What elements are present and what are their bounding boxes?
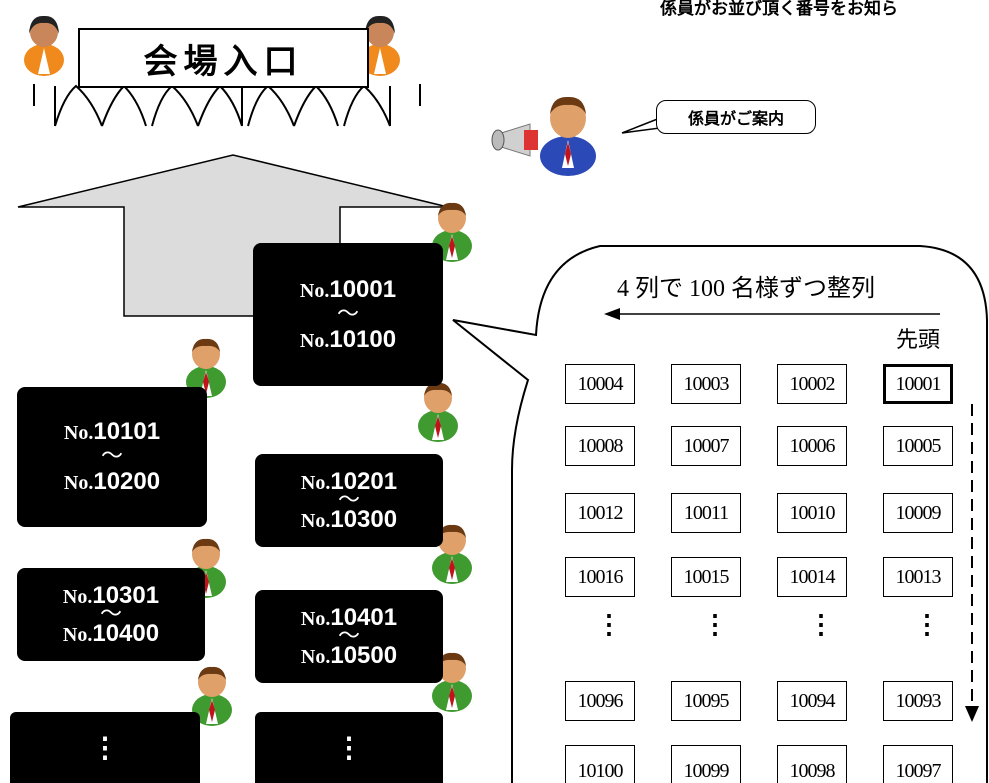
queue-cell: 10094 [777, 681, 847, 721]
block-start: No.10201 [300, 467, 398, 495]
queue-cell: 10011 [671, 493, 741, 533]
queue-head-label: 先頭 [896, 327, 941, 352]
queue-cell: 10009 [883, 493, 953, 533]
staff-bubble-text: 係員がご案内 [687, 111, 784, 128]
queue-cell: 10007 [671, 426, 741, 466]
block-10301: No.10301 ～ No.10400 [17, 568, 205, 661]
staff-bubble: 係員がご案内 [656, 100, 816, 134]
block-tilde: ～ [100, 444, 123, 469]
queue-cell: 10002 [777, 364, 847, 404]
queue-cell: 10014 [777, 557, 847, 597]
curtain-icon [33, 84, 421, 127]
block-end: No.10500 [300, 641, 398, 669]
block-10401: No.10401 ～ No.10500 [255, 590, 443, 683]
queue-cell: 10012 [565, 493, 635, 533]
queue-cell: 10095 [671, 681, 741, 721]
more-dots: ⋮ [335, 731, 363, 763]
block-tilde: ～ [99, 601, 122, 627]
queue-title: 4 列で 100 名様ずつ整列 [617, 276, 875, 302]
block-10001: No.10001 ～ No.10100 [253, 243, 443, 386]
block-tilde: ～ [337, 623, 360, 649]
block-start: No.10301 [62, 581, 160, 609]
entrance-sign: 会場入口 [78, 28, 369, 88]
queue-cell: 10010 [777, 493, 847, 533]
queue-cell: 10015 [671, 557, 741, 597]
notice-text: 係員がお並び頂く番号をお知ら [660, 0, 898, 18]
block-tilde: ～ [337, 487, 360, 513]
queue-cell: 10013 [883, 557, 953, 597]
queue-cell: 10008 [565, 426, 635, 466]
entrance-label: 会場入口 [143, 41, 304, 82]
bubble-tail [621, 116, 661, 134]
queue-cell: 10004 [565, 364, 635, 404]
more-dots: ⋮ [91, 731, 119, 763]
block-end: No.10200 [63, 468, 161, 495]
block-start: No.10101 [63, 418, 161, 445]
block-10101: No.10101 ～ No.10200 [17, 387, 207, 527]
queue-cell: 10093 [883, 681, 953, 721]
queue-cell: 10100 [565, 745, 635, 783]
block-10201: No.10201 ～ No.10300 [255, 454, 443, 547]
block-more-right: ⋮ [255, 712, 443, 783]
queue-dots: ⋮ [808, 611, 834, 637]
block-start: No.10001 [299, 275, 397, 303]
block-end: No.10300 [300, 505, 398, 533]
queue-cell: 10006 [777, 426, 847, 466]
queue-dots: ⋮ [702, 611, 728, 637]
queue-cell: 10016 [565, 557, 635, 597]
block-tilde: ～ [336, 301, 359, 327]
queue-cell: 10096 [565, 681, 635, 721]
block-end: No.10400 [62, 619, 160, 647]
queue-cell: 10003 [671, 364, 741, 404]
queue-cell-first: 10001 [883, 364, 953, 404]
block-start: No.10401 [300, 603, 398, 631]
queue-dots: ⋮ [596, 611, 622, 637]
block-end: No.10100 [299, 325, 397, 353]
block-more-left: ⋮ [10, 712, 200, 783]
person-icon [540, 96, 596, 176]
queue-cell: 10097 [883, 745, 953, 783]
queue-cell: 10005 [883, 426, 953, 466]
queue-cell: 10098 [777, 745, 847, 783]
megaphone-icon [491, 123, 538, 157]
queue-cell: 10099 [671, 745, 741, 783]
queue-dots: ⋮ [914, 611, 940, 637]
